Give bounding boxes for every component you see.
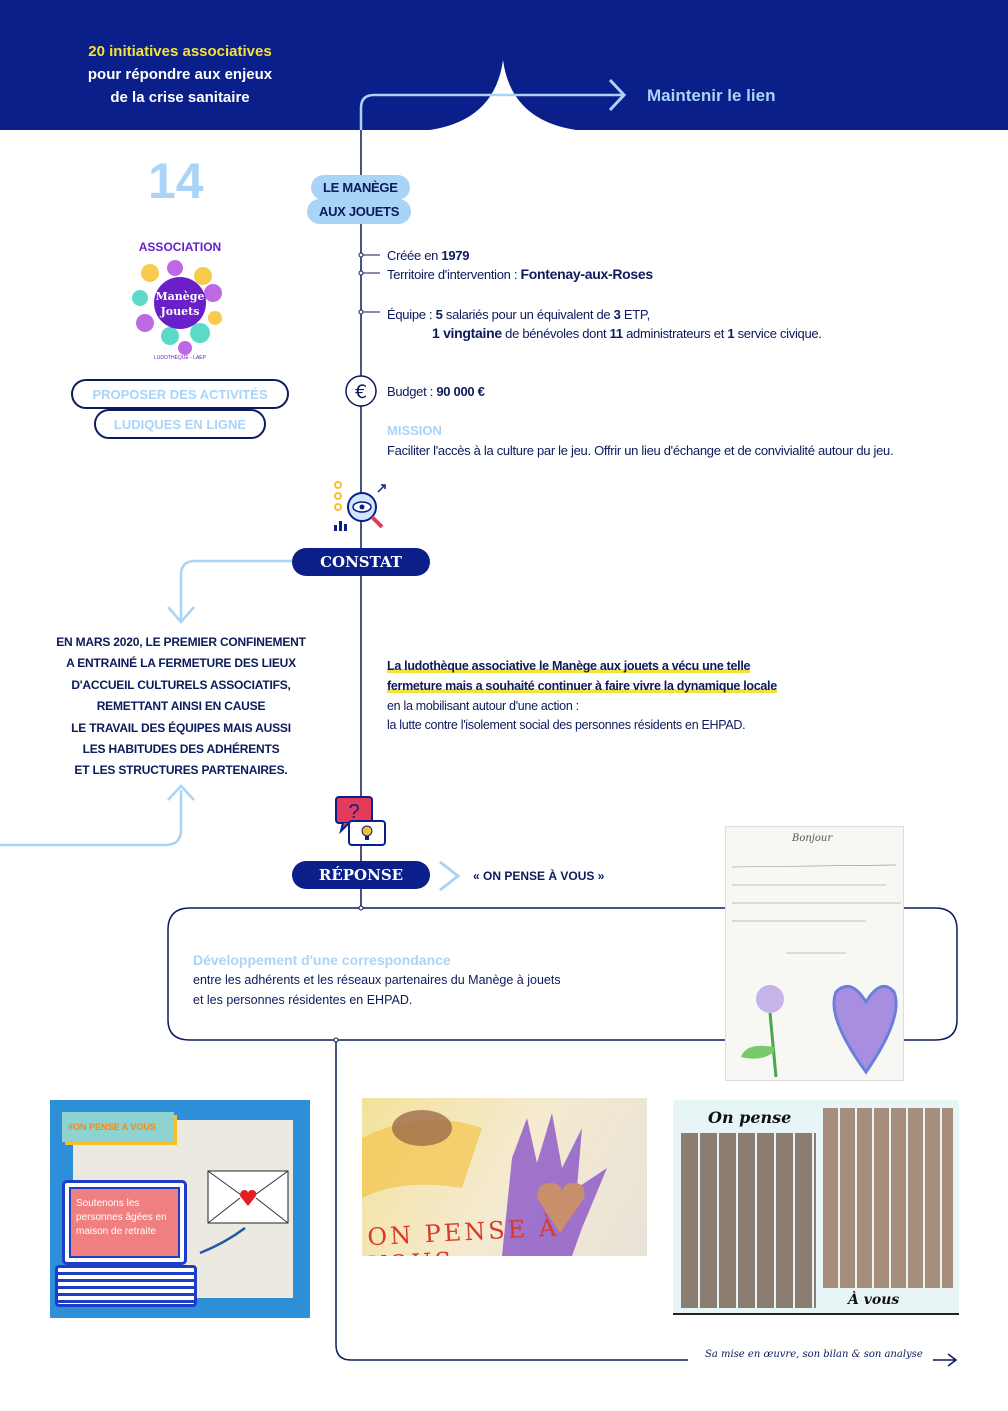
constat-line: EN MARS 2020, LE PREMIER CONFINEMENT — [56, 635, 306, 649]
constat-line: REMETTANT AINSI EN CAUSE — [96, 699, 266, 714]
association-name-line1: LE MANÈGE — [311, 175, 410, 200]
svg-text:LUDOTHÈQUE - LAEP: LUDOTHÈQUE - LAEP — [154, 354, 207, 361]
highlighted-text: fermeture mais a souhaité continuer à fa… — [387, 678, 777, 693]
detail-line: la lutte contre l'isolement social des p… — [387, 718, 746, 733]
t: 1 vingtaine — [432, 325, 502, 341]
question-idea-icon: ? — [335, 796, 386, 846]
reponse-line: et les personnes résidentes en EHPAD. — [193, 993, 413, 1007]
t: 3 — [613, 307, 621, 322]
photo-collage: On pense À vous — [673, 1100, 959, 1315]
created-value: 1979 — [441, 248, 470, 263]
action-slogan: « ON PENSE À VOUS » — [473, 869, 605, 883]
t: ETP, — [620, 307, 650, 322]
constat-line: LE TRAVAIL DES ÉQUIPES MAIS AUSSI — [71, 720, 291, 735]
association-logo: ASSOCIATION Manège Jouets LUDOTHÈQUE - L… — [132, 240, 222, 361]
next-section-link[interactable]: Sa mise en œuvre, son bilan & son analys… — [705, 1349, 923, 1360]
budget: Budget : 90 000 € — [387, 384, 485, 399]
created-year: Créée en 1979 — [387, 248, 469, 263]
budget-value: 90 000 € — [436, 384, 485, 399]
publication-title: 20 initiatives associatives pour répondr… — [40, 40, 320, 109]
detail-line: en la mobilisant autour d'une action : — [387, 698, 579, 713]
constat-line: LES HABITUDES DES ADHÉRENTS — [82, 742, 280, 757]
highlighted-text: La ludothèque associative le Manège aux … — [387, 659, 751, 673]
association-name-line2: AUX JOUETS — [307, 199, 412, 224]
poster-tag: #ON PENSE A VOUS — [62, 1112, 174, 1142]
title-line-3: de la crise sanitaire — [110, 89, 250, 106]
action-label-line2: LUDIQUES EN LIGNE — [94, 409, 266, 439]
constat-line: A ENTRAINÉ LA FERMETURE DES LIEUX — [66, 656, 296, 671]
poster-screen-text: Soutenons les personnes âgées en maison … — [69, 1187, 180, 1258]
t: service civique. — [734, 326, 822, 341]
letter-greeting: Bonjour — [792, 833, 833, 844]
mission-title: MISSION — [387, 423, 442, 438]
initiative-number: 14 — [148, 153, 204, 209]
mission-text: Faciliter l'accès à la culture par le je… — [387, 443, 894, 458]
budget-label: Budget : — [387, 384, 437, 399]
constat-statement: EN MARS 2020, LE PREMIER CONFINEMENT A E… — [40, 632, 322, 782]
theme-label: Maintenir le lien — [647, 86, 776, 105]
reponse-badge: RÉPONSE — [292, 861, 430, 889]
t: 11 — [609, 326, 623, 341]
svg-text:?: ? — [348, 801, 359, 823]
territory-label: Territoire d'intervention : — [387, 267, 521, 282]
created-label: Créée en — [387, 248, 442, 263]
reponse-description: Développement d'une correspondance entre… — [193, 950, 561, 1010]
constat-detail: La ludothèque associative le Manège aux … — [387, 657, 777, 736]
hands-drawing-photo: ON PENSE À VOUS — [362, 1098, 647, 1256]
t: 1 — [727, 326, 735, 341]
analysis-eye-icon — [334, 481, 386, 531]
title-line-1: 20 initiatives associatives — [88, 43, 272, 60]
territory-value: Fontenay-aux-Roses — [520, 266, 654, 282]
team: Équipe : 5 salariés pour un équivalent d… — [387, 305, 822, 343]
letter-photo: Bonjour — [725, 826, 904, 1081]
t: 5 — [435, 307, 443, 322]
svg-text:Manège: Manège — [156, 290, 205, 303]
constat-line: D'ACCUEIL CULTURELS ASSOCIATIFS, — [71, 677, 291, 692]
title-line-2: pour répondre aux enjeux — [87, 66, 273, 83]
collage-title-top: On pense — [708, 1108, 792, 1127]
svg-text:€: € — [355, 381, 367, 403]
constat-badge: CONSTAT — [292, 548, 430, 576]
collage-title-bottom: À vous — [848, 1292, 900, 1308]
svg-text:ASSOCIATION: ASSOCIATION — [139, 240, 221, 254]
territory: Territoire d'intervention : Fontenay-aux… — [387, 266, 653, 282]
t: de bénévoles dont — [501, 326, 610, 341]
t: salariés pour un équivalent de — [442, 307, 614, 322]
svg-text:Jouets: Jouets — [160, 305, 200, 318]
campaign-poster: #ON PENSE A VOUS Soutenons les personnes… — [50, 1100, 310, 1318]
reponse-title: Développement d'une correspondance — [193, 952, 451, 968]
t: administrateurs et — [622, 326, 728, 341]
reponse-line: entre les adhérents et les réseaux parte… — [193, 973, 561, 987]
action-label-line1: PROPOSER DES ACTIVITÉS — [71, 379, 289, 409]
t: Équipe : — [387, 307, 436, 322]
constat-line: ET LES STRUCTURES PARTENAIRES. — [74, 763, 288, 778]
